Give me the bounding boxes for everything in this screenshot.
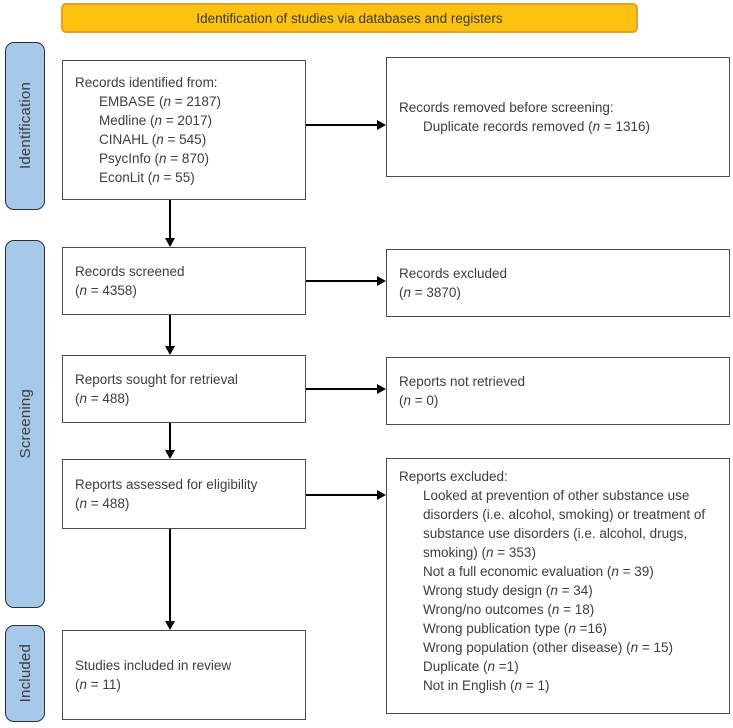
text-line: (n = 3870) bbox=[399, 285, 461, 300]
text-line: PsycInfo (n = 870) bbox=[99, 151, 209, 166]
banner-label: Identification of studies via databases … bbox=[196, 10, 503, 26]
stage-label-included: Included bbox=[5, 625, 45, 722]
arrow-line-identified-to-removed bbox=[306, 124, 377, 126]
text-line: (n = 488) bbox=[75, 391, 130, 406]
box-reports-not-retrieved: Reports not retrieved (n = 0) bbox=[386, 357, 730, 425]
stage-label-text: Identification bbox=[16, 82, 34, 170]
text-line: Duplicate records removed (n = 1316) bbox=[423, 119, 651, 134]
stage-label-screening: Screening bbox=[5, 240, 45, 608]
box-records-identified: Records identified from: EMBASE (n = 2187… bbox=[62, 60, 306, 200]
arrow-line-sought-to-assessed bbox=[169, 423, 171, 451]
text-line: Wrong study design (n = 34) bbox=[423, 583, 593, 598]
arrow-down-icon bbox=[165, 450, 175, 459]
box-records-screened: Records screened (n = 4358) bbox=[62, 247, 306, 315]
arrow-right-icon bbox=[377, 120, 386, 130]
banner-identification-of-studies: Identification of studies via databases … bbox=[61, 3, 638, 33]
arrow-down-icon bbox=[165, 238, 175, 247]
box-records-removed: Records removed before screening: Duplica… bbox=[386, 57, 730, 177]
arrow-right-icon bbox=[377, 384, 386, 394]
text-line: Reports not retrieved bbox=[399, 374, 526, 389]
text-line: (n = 488) bbox=[75, 496, 130, 511]
arrow-line-sought-to-not-retrieved bbox=[306, 388, 377, 390]
text-line: EMBASE (n = 2187) bbox=[99, 94, 221, 109]
text-line: CINAHL (n = 545) bbox=[99, 132, 207, 147]
text-line: Reports sought for retrieval bbox=[75, 372, 238, 387]
arrow-line-screened-to-sought bbox=[169, 315, 171, 347]
stage-label-text: Screening bbox=[16, 389, 34, 459]
arrow-line-assessed-to-reports-excluded bbox=[306, 494, 377, 496]
arrow-right-icon bbox=[377, 276, 386, 286]
text-line: Wrong/no outcomes (n = 18) bbox=[423, 602, 595, 617]
text-line: Reports assessed for eligibility bbox=[75, 477, 258, 492]
text-line: Not a full economic evaluation (n = 39) bbox=[423, 564, 654, 579]
text-line: Wrong population (other disease) (n = 15… bbox=[423, 640, 674, 655]
arrow-right-icon bbox=[377, 490, 386, 500]
text-line: Records excluded bbox=[399, 266, 508, 281]
text-line: (n = 4358) bbox=[75, 283, 137, 298]
stage-label-identification: Identification bbox=[5, 42, 45, 210]
arrow-line-assessed-to-included bbox=[169, 529, 171, 622]
text-line: Studies included in review bbox=[75, 658, 232, 673]
text-line: Records identified from: bbox=[75, 75, 218, 90]
box-reports-excluded: Reports excluded: Looked at prevention of… bbox=[386, 458, 730, 714]
text-line: Wrong publication type (n =16) bbox=[423, 621, 608, 636]
text-line: Medline (n = 2017) bbox=[99, 113, 212, 128]
text-line: Records screened bbox=[75, 264, 185, 279]
stage-label-text: Included bbox=[16, 644, 34, 703]
arrow-line-screened-to-excluded bbox=[306, 280, 377, 282]
box-reports-assessed: Reports assessed for eligibility (n = 488… bbox=[62, 459, 306, 529]
arrow-down-icon bbox=[165, 346, 175, 355]
text-line: (n = 11) bbox=[75, 677, 121, 692]
box-reports-sought: Reports sought for retrieval (n = 488) bbox=[62, 355, 306, 423]
arrow-down-icon bbox=[165, 621, 175, 630]
text-line: Records removed before screening: bbox=[399, 100, 614, 115]
box-studies-included: Studies included in review (n = 11) bbox=[62, 630, 306, 720]
text-line: EconLit (n = 55) bbox=[99, 170, 195, 185]
text-line: Looked at prevention of other substance … bbox=[423, 488, 706, 560]
text-line: Duplicate (n =1) bbox=[423, 659, 519, 674]
arrow-line-identified-to-screened bbox=[169, 200, 171, 239]
text-line: (n = 0) bbox=[399, 393, 439, 408]
text-line: Not in English (n = 1) bbox=[423, 678, 550, 693]
text-line: Reports excluded: bbox=[399, 469, 508, 484]
box-records-excluded: Records excluded (n = 3870) bbox=[386, 249, 730, 317]
